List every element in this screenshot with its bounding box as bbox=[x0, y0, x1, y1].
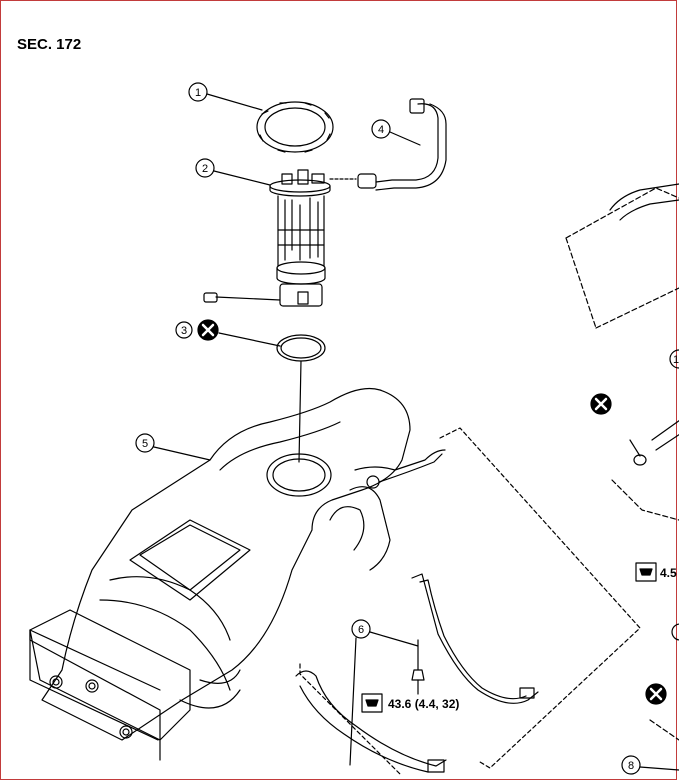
svg-text:3: 3 bbox=[181, 325, 187, 337]
torque-spec-partial: 4.5 bbox=[660, 566, 677, 580]
callout-11-partial: 11 bbox=[669, 349, 679, 369]
fuel-pump-assembly bbox=[203, 169, 331, 307]
lock-ring bbox=[256, 101, 334, 153]
fuel-tank bbox=[29, 387, 446, 761]
callout-3: 3 bbox=[175, 321, 281, 347]
callout-4: 4 bbox=[371, 119, 421, 146]
torque-spec-label: 43.6 (4.4, 32) bbox=[388, 697, 460, 711]
torque-wrench-icon bbox=[635, 562, 657, 582]
strap-area-outline bbox=[299, 427, 641, 775]
callout-6: 6 bbox=[349, 619, 419, 766]
callout-5: 5 bbox=[135, 433, 211, 461]
callout-2: 2 bbox=[195, 158, 271, 186]
svg-text:11: 11 bbox=[673, 354, 679, 366]
svg-text:5: 5 bbox=[142, 438, 148, 450]
do-not-reuse-icon bbox=[197, 319, 219, 341]
do-not-reuse-icon bbox=[645, 683, 667, 705]
o-ring bbox=[276, 334, 326, 463]
svg-text:8: 8 bbox=[628, 760, 634, 772]
fuel-hose bbox=[329, 98, 447, 191]
svg-text:1: 1 bbox=[195, 87, 201, 99]
svg-text:6: 6 bbox=[358, 624, 364, 636]
section-label: SEC. 172 bbox=[17, 36, 82, 53]
callout-partial bbox=[671, 623, 679, 641]
torque-wrench-icon bbox=[361, 693, 383, 713]
callout-1: 1 bbox=[188, 82, 263, 111]
callout-8: 8 bbox=[621, 755, 679, 775]
tank-strap bbox=[295, 573, 539, 773]
svg-text:2: 2 bbox=[202, 163, 208, 175]
do-not-reuse-icon bbox=[590, 393, 612, 415]
svg-text:4: 4 bbox=[378, 124, 384, 136]
right-partial-assembly bbox=[565, 183, 679, 741]
